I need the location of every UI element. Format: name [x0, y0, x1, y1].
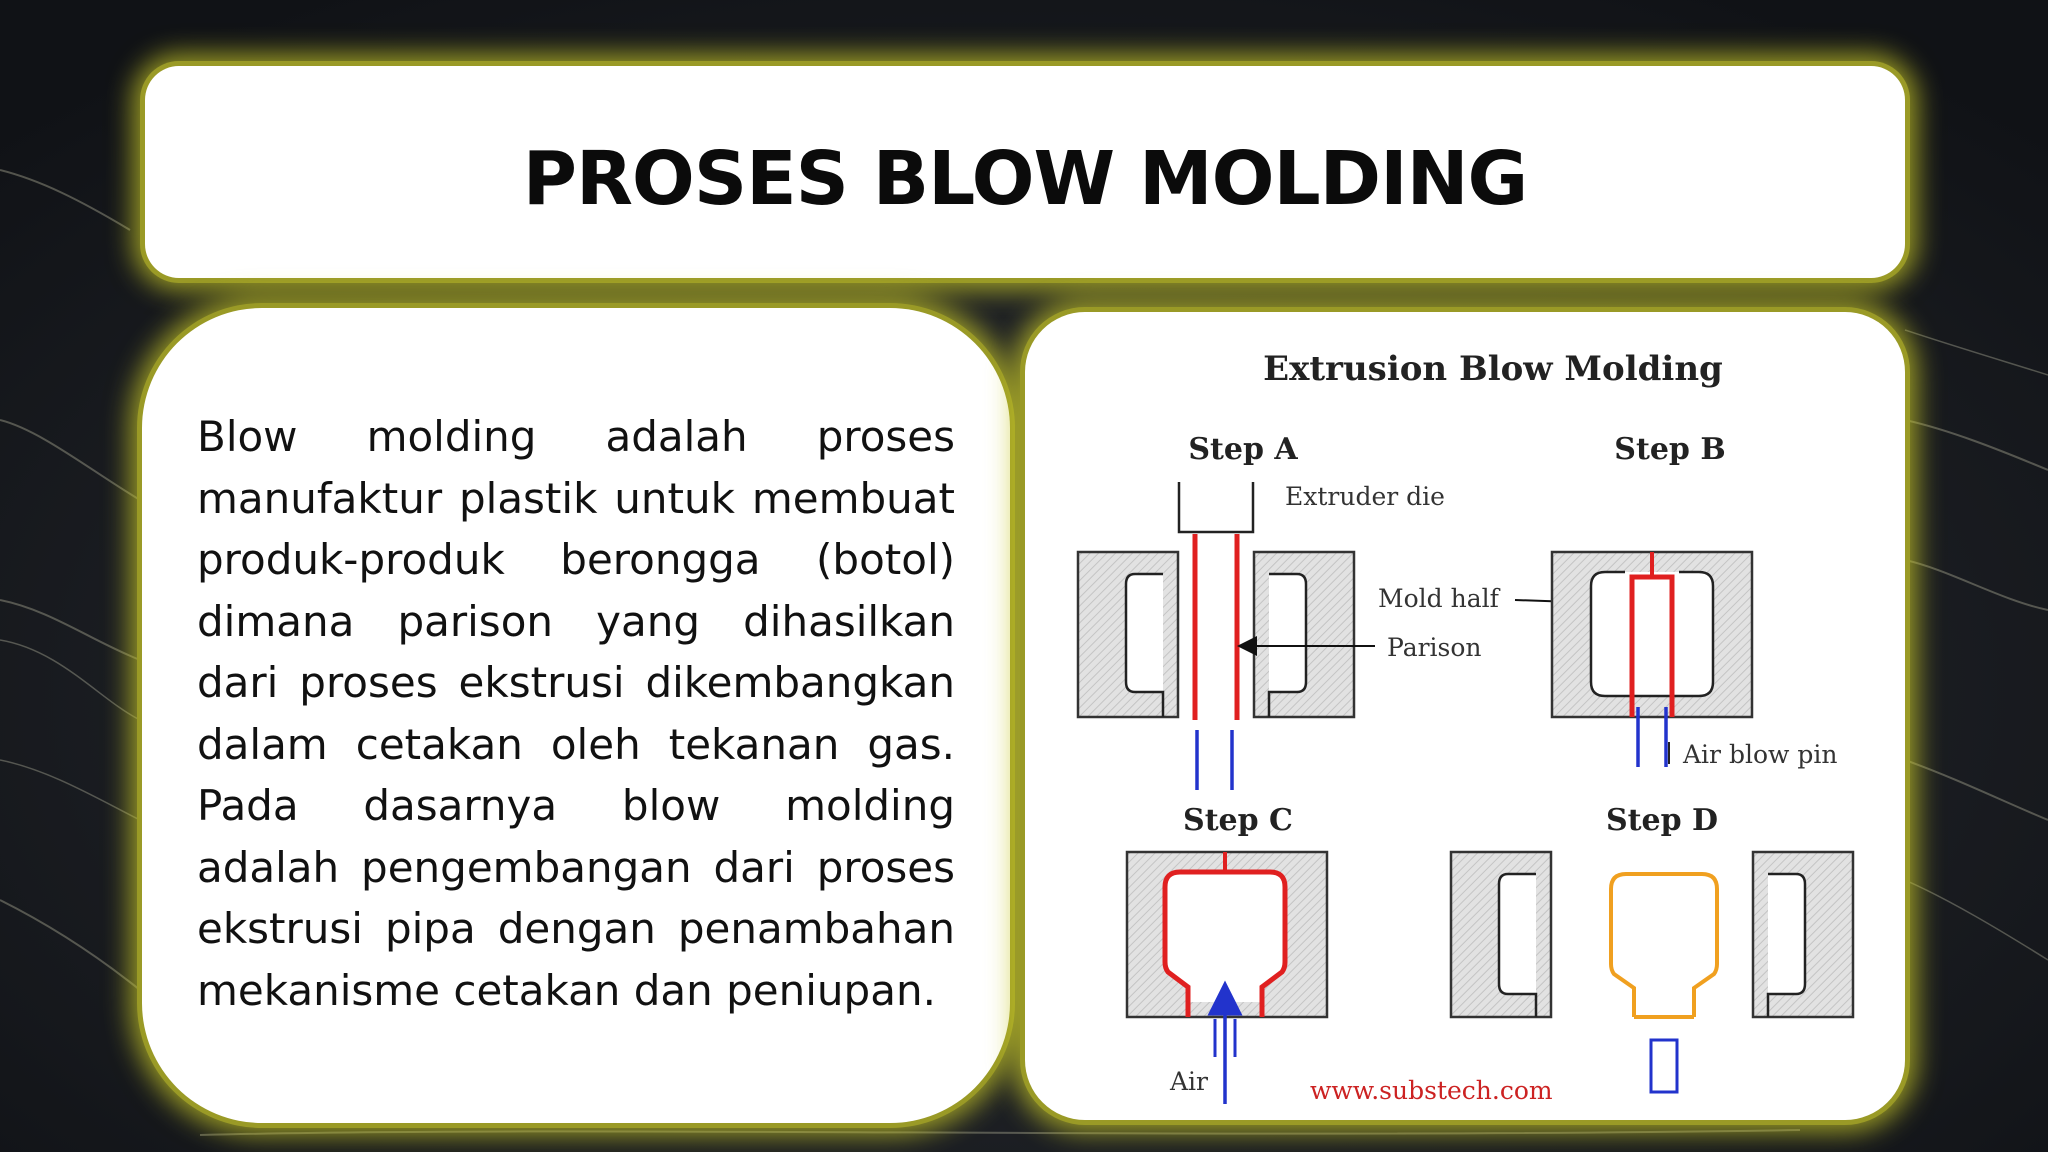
slide-title: PROSES BLOW MOLDING — [522, 136, 1529, 222]
body-paragraph: Blow molding adalah proses manufaktur pl… — [197, 412, 955, 1015]
step-a-label: Step A — [1188, 432, 1298, 467]
step-d-illustration — [1449, 850, 1855, 1094]
step-b-label: Step B — [1614, 432, 1725, 467]
step-c-label: Step C — [1183, 803, 1293, 838]
step-c-illustration — [1125, 850, 1329, 1104]
diagram-panel: Extrusion Blow Molding Step A Step B Ste… — [1025, 312, 1905, 1120]
parison-label: Parison — [1387, 633, 1482, 662]
extrusion-blow-molding-diagram: Extrusion Blow Molding Step A Step B Ste… — [1076, 349, 1855, 1105]
step-b-illustration — [1550, 550, 1754, 767]
step-a-illustration — [1076, 482, 1375, 790]
source-credit: www.substech.com — [1310, 1076, 1553, 1105]
extruder-die-label: Extruder die — [1285, 482, 1445, 511]
air-blow-pin-label: Air blow pin — [1682, 740, 1837, 769]
air-label: Air — [1169, 1067, 1208, 1096]
step-d-label: Step D — [1606, 803, 1718, 838]
text-panel: Blow molding adalah proses manufaktur pl… — [142, 308, 1010, 1123]
title-panel: PROSES BLOW MOLDING — [145, 66, 1905, 278]
diagram-title: Extrusion Blow Molding — [1263, 349, 1723, 389]
mold-half-label: Mold half — [1378, 584, 1501, 613]
